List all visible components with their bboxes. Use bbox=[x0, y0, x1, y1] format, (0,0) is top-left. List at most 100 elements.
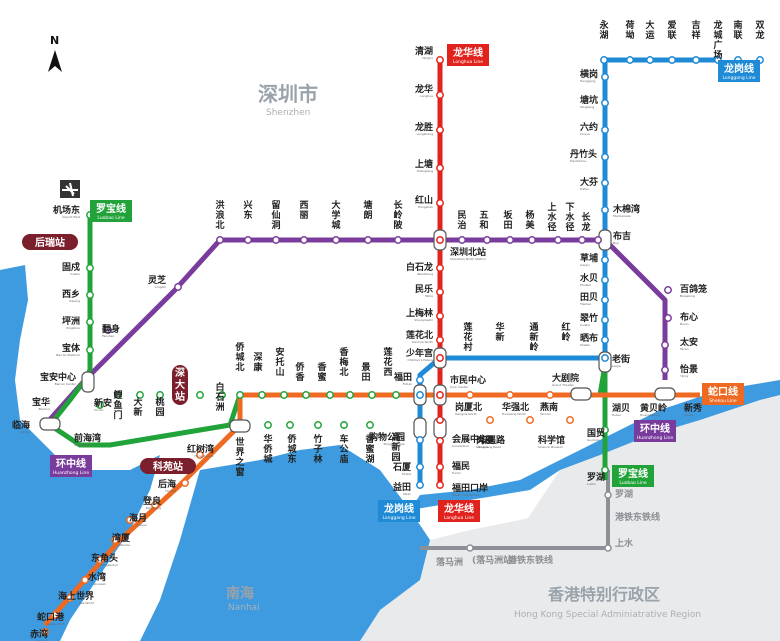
station-label[interactable]: 草埔 bbox=[580, 252, 598, 264]
station-label[interactable]: 民乐 bbox=[415, 283, 433, 295]
station-dot[interactable] bbox=[126, 516, 134, 524]
station-label[interactable]: 百鸽笼 bbox=[680, 283, 707, 295]
station-dot[interactable] bbox=[436, 437, 444, 445]
station-label[interactable]: 香蜜 bbox=[316, 361, 327, 383]
station-dot[interactable] bbox=[436, 391, 444, 399]
station-dot[interactable] bbox=[41, 628, 49, 636]
station-label[interactable]: 大新 bbox=[133, 396, 142, 418]
station-dot[interactable] bbox=[264, 421, 272, 429]
station-label[interactable]: 华强路 bbox=[478, 434, 506, 446]
station-label[interactable]: 宝体 bbox=[62, 342, 81, 354]
station-dot[interactable] bbox=[601, 316, 609, 324]
station-label[interactable]: 高新园 bbox=[391, 431, 400, 463]
station-label[interactable]: 西丽 bbox=[299, 200, 308, 221]
station-dot[interactable] bbox=[506, 391, 514, 399]
station-label[interactable]: 岗厦北 bbox=[455, 401, 482, 413]
station-dot[interactable] bbox=[600, 56, 608, 64]
station-dot[interactable] bbox=[326, 391, 334, 399]
station-dot[interactable] bbox=[664, 286, 672, 294]
station-label[interactable]: 宝安中心 bbox=[40, 371, 76, 383]
station-label[interactable]: 石厦 bbox=[392, 462, 412, 473]
station-label[interactable]: 安托山 bbox=[275, 346, 284, 378]
station-dot[interactable] bbox=[416, 463, 424, 471]
station-dot[interactable] bbox=[416, 391, 424, 399]
station-label[interactable]: 下水径 bbox=[565, 202, 575, 233]
station-dot[interactable] bbox=[111, 536, 119, 544]
station-label[interactable]: 侨城北 bbox=[234, 341, 245, 373]
station-label[interactable]: 固戍 bbox=[62, 261, 80, 273]
station-dot[interactable] bbox=[136, 391, 144, 399]
station-label[interactable]: 白石洲 bbox=[214, 381, 224, 413]
station-label[interactable]: 科学馆 bbox=[538, 434, 565, 446]
station-label[interactable]: 爱联 bbox=[667, 19, 677, 41]
station-label[interactable]: 赤湾 bbox=[30, 628, 48, 640]
station-dot[interactable] bbox=[66, 594, 74, 602]
station-label[interactable]: 海月 bbox=[129, 512, 147, 524]
station-dot[interactable] bbox=[554, 236, 562, 244]
station-dot[interactable] bbox=[436, 463, 444, 471]
station-dot[interactable] bbox=[601, 296, 609, 304]
station-label[interactable]: 长岭陂 bbox=[393, 199, 403, 231]
special-station-1[interactable]: 深大站 bbox=[172, 365, 188, 405]
station-label[interactable]: 世界之窗 bbox=[235, 436, 244, 478]
station-label[interactable]: 竹子林 bbox=[312, 433, 323, 465]
station-label[interactable]: 鲤鱼门 bbox=[112, 389, 122, 421]
station-dot[interactable] bbox=[218, 391, 226, 399]
station-dot[interactable] bbox=[578, 236, 586, 244]
station-dot[interactable] bbox=[601, 354, 609, 362]
station-label[interactable]: 荷坳 bbox=[624, 19, 634, 41]
station-label[interactable]: 布吉 bbox=[612, 230, 631, 242]
station-dot[interactable] bbox=[151, 501, 159, 509]
station-label[interactable]: 龙城广场 bbox=[712, 19, 722, 61]
station-dot[interactable] bbox=[601, 466, 609, 474]
station-label[interactable]: 龙华 bbox=[414, 83, 433, 95]
station-dot[interactable] bbox=[244, 236, 252, 244]
station-label[interactable]: 香蜜湖 bbox=[364, 433, 375, 465]
station-label[interactable]: 宝华 bbox=[32, 396, 50, 408]
station-dot[interactable] bbox=[51, 611, 59, 619]
station-label[interactable]: 横岗 bbox=[580, 68, 598, 80]
station-dot[interactable] bbox=[436, 164, 444, 172]
station-dot[interactable] bbox=[661, 366, 669, 374]
station-dot[interactable] bbox=[546, 391, 554, 399]
station-label[interactable]: 水贝 bbox=[580, 272, 598, 284]
station-label[interactable]: 侨香 bbox=[294, 361, 305, 383]
station-dot[interactable] bbox=[668, 56, 676, 64]
station-dot[interactable] bbox=[483, 236, 491, 244]
station-dot[interactable] bbox=[196, 451, 204, 459]
station-dot[interactable] bbox=[156, 391, 164, 399]
station-label[interactable]: 丹竹头 bbox=[570, 148, 597, 160]
station-label[interactable]: 国贸 bbox=[587, 427, 605, 439]
station-label[interactable]: 湾厦 bbox=[112, 532, 131, 544]
station-dot[interactable] bbox=[174, 283, 182, 291]
station-label[interactable]: 华侨城 bbox=[262, 433, 273, 465]
station-dot[interactable] bbox=[526, 416, 534, 424]
station-dot[interactable] bbox=[601, 73, 609, 81]
station-label[interactable]: 五和 bbox=[478, 210, 488, 231]
station-dot[interactable] bbox=[416, 436, 424, 444]
station-label[interactable]: 景田 bbox=[361, 362, 370, 383]
station-dot[interactable] bbox=[601, 153, 609, 161]
station-dot[interactable] bbox=[258, 391, 266, 399]
station-dot[interactable] bbox=[436, 354, 444, 362]
station-dot[interactable] bbox=[364, 236, 372, 244]
station-label[interactable]: 坂田 bbox=[503, 209, 513, 231]
special-station-0[interactable]: 后瑞站 bbox=[22, 234, 78, 250]
station-dot[interactable] bbox=[368, 391, 376, 399]
station-dot[interactable] bbox=[416, 481, 424, 489]
station-label[interactable]: 永湖 bbox=[598, 19, 609, 41]
station-label[interactable]: 红岭 bbox=[561, 321, 570, 343]
station-dot[interactable] bbox=[692, 56, 700, 64]
station-label[interactable]: 临海 bbox=[12, 419, 30, 431]
station-dot[interactable] bbox=[436, 264, 444, 272]
station-dot[interactable] bbox=[601, 179, 609, 187]
station-label[interactable]: 罗湖 bbox=[587, 471, 605, 483]
station-dot[interactable] bbox=[436, 336, 444, 344]
station-label[interactable]: 白石龙 bbox=[406, 261, 433, 273]
